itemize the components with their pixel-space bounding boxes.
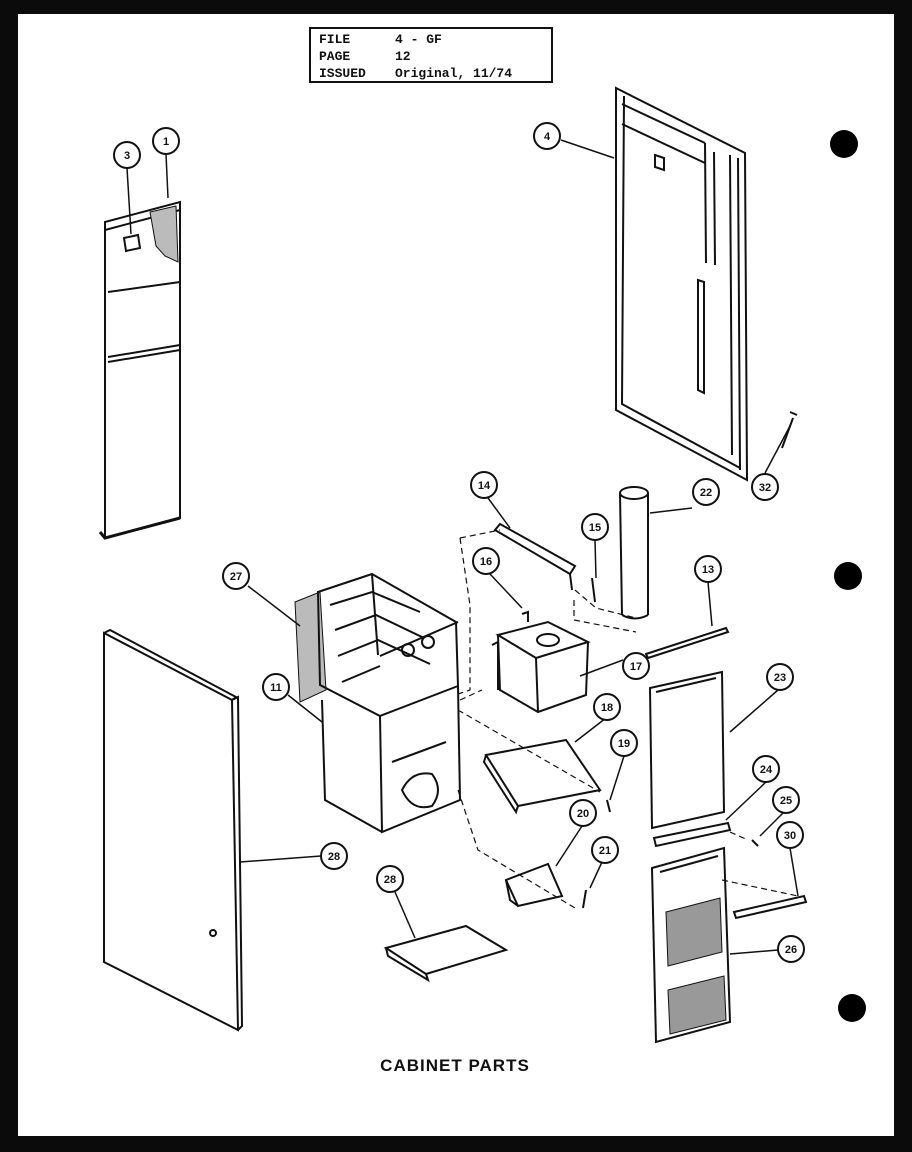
dashed-alignment-lines <box>457 529 799 909</box>
callout-16: 16 <box>472 547 500 575</box>
callout-20: 20 <box>569 799 597 827</box>
screw-part-15 <box>591 577 596 603</box>
callout-15: 15 <box>581 513 609 541</box>
header-value: 12 <box>395 49 411 64</box>
callouts: 1 3 4 32 14 15 16 22 27 11 17 13 23 18 1… <box>113 122 805 963</box>
bracket-part-20 <box>504 862 564 908</box>
callout-number: 4 <box>544 131 551 143</box>
header-label: FILE <box>319 32 351 47</box>
callout-number: 13 <box>702 564 714 576</box>
callout-4: 4 <box>533 122 561 150</box>
strip-part-13 <box>644 626 730 660</box>
draft-hood-part-17 <box>491 610 591 714</box>
callout-number: 3 <box>124 150 130 162</box>
vent-pipe-part-22 <box>619 486 649 620</box>
callout-number: 25 <box>780 795 792 807</box>
header-row-file: FILE 4 - GF <box>319 31 551 48</box>
callout-number: 30 <box>784 830 796 842</box>
callout-24: 24 <box>752 755 780 783</box>
screw-part-25 <box>751 839 759 847</box>
heat-exchanger-part-11 <box>316 572 462 834</box>
callout-number: 11 <box>270 682 282 694</box>
callout-11: 11 <box>262 673 290 701</box>
punch-hole-icon <box>838 994 866 1022</box>
callout-22: 22 <box>692 478 720 506</box>
callout-27: 27 <box>222 562 250 590</box>
side-panel-part-1 <box>98 200 181 540</box>
callout-number: 20 <box>577 808 589 820</box>
bracket-part-14 <box>493 522 577 591</box>
callout-17: 17 <box>622 652 650 680</box>
callout-21: 21 <box>591 836 619 864</box>
callout-28: 28 <box>376 865 404 893</box>
callout-13: 13 <box>694 555 722 583</box>
leader-lines <box>126 139 799 955</box>
callout-number: 16 <box>480 556 492 568</box>
rod-part-30 <box>732 894 808 920</box>
callout-18: 18 <box>593 693 621 721</box>
callout-number: 22 <box>700 487 712 499</box>
shelf-part-18 <box>482 738 602 815</box>
bottom-plate-part-28 <box>383 924 509 983</box>
callout-1: 1 <box>152 127 180 155</box>
punch-hole-icon <box>834 562 862 590</box>
callout-number: 17 <box>630 661 642 673</box>
callout-25: 25 <box>772 786 800 814</box>
callout-26: 26 <box>777 935 805 963</box>
header-value: 4 - GF <box>395 32 442 47</box>
punch-hole-icon <box>830 130 858 158</box>
callout-29: 28 <box>320 842 348 870</box>
strip-part-24 <box>652 821 732 848</box>
file-info-box: FILE 4 - GF PAGE 12 ISSUED Original, 11/… <box>309 27 553 83</box>
header-row-issued: ISSUED Original, 11/74 <box>319 65 551 82</box>
callout-number: 27 <box>230 571 242 583</box>
header-row-page: PAGE 12 <box>319 48 551 65</box>
screw-part-21 <box>582 889 587 909</box>
callout-19: 19 <box>610 729 638 757</box>
header-label: PAGE <box>319 49 351 64</box>
grille-panel-part-26 <box>650 846 732 1044</box>
callout-number: 28 <box>384 874 396 886</box>
screw-part-19 <box>606 799 611 813</box>
back-panel-part-4 <box>615 86 749 482</box>
diagram-caption: CABINET PARTS <box>380 1056 530 1075</box>
nameplate-part-3 <box>122 233 142 253</box>
callout-3: 3 <box>113 141 141 169</box>
callout-number: 19 <box>618 738 630 750</box>
callout-number: 23 <box>774 672 786 684</box>
callout-number: 18 <box>601 702 613 714</box>
callout-number: 1 <box>163 136 169 148</box>
header-label: ISSUED <box>319 66 366 81</box>
header-value: Original, 11/74 <box>395 66 513 81</box>
filter-panel-part-23 <box>648 670 726 830</box>
drawing-sheet <box>18 14 894 1136</box>
callout-23: 23 <box>766 663 794 691</box>
callout-number: 24 <box>760 764 773 776</box>
callout-number: 14 <box>478 480 491 492</box>
callout-number: 32 <box>759 482 771 494</box>
callout-30: 30 <box>776 821 804 849</box>
callout-number: 28 <box>328 851 340 863</box>
callout-32: 32 <box>751 473 779 501</box>
callout-number: 26 <box>785 944 797 956</box>
screw-part-32 <box>781 411 798 449</box>
callout-number: 21 <box>599 845 611 857</box>
callout-14: 14 <box>470 471 498 499</box>
callout-number: 15 <box>589 522 601 534</box>
